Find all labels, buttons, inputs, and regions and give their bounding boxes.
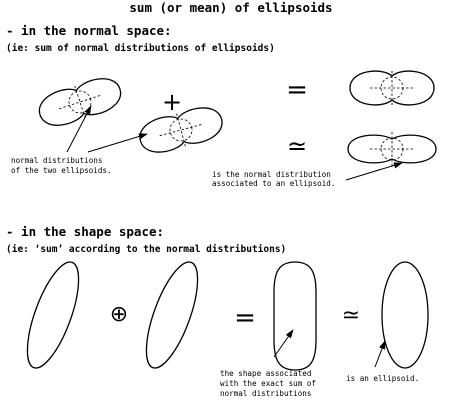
shape-ellipsoid-1 [26, 261, 80, 369]
plus-symbol: + [162, 88, 182, 116]
oplus-symbol: ⊕ [110, 302, 128, 327]
note-center-line1: the shape associated [220, 369, 311, 378]
shape-space-heading: - in the shape space: [6, 224, 164, 239]
note-right-line1: is the normal distribution [212, 170, 331, 179]
shape-ellipsoid-2 [145, 261, 199, 369]
arrow-to-ellipsoid-distribution [345, 162, 403, 181]
shape-exact-sum [273, 261, 317, 371]
arrow-to-distribution-2 [87, 133, 148, 153]
equals-symbol-shape: = [234, 303, 256, 333]
note-left-line2: of the two ellipsoids. [11, 166, 112, 175]
note-shape-right: is an ellipsoid. [346, 374, 419, 383]
normal-space-subheading: (ie: sum of normal distributions of elli… [6, 43, 275, 54]
ellipsoid-distribution [347, 131, 437, 167]
normal-distribution-1 [34, 72, 126, 132]
note-left-line1: normal distributions [11, 156, 102, 165]
arrow-to-exact-sum [273, 329, 294, 358]
note-right-line2: associated to an ellipsoid. [212, 179, 335, 188]
note-center-line2: with the exact sum of [220, 379, 316, 388]
arrow-to-result-ellipsoid [374, 340, 386, 368]
shape-space-subheading: (ie: ‘sum’ according to the normal distr… [6, 244, 286, 255]
diagram-title: sum (or mean) of ellipsoids [129, 0, 332, 15]
normal-space-heading: - in the normal space: [6, 23, 172, 38]
approx-symbol-shape: ≃ [342, 303, 360, 328]
note-center-line3: normal distributions [220, 389, 311, 398]
approx-symbol-normal: ≃ [287, 132, 307, 160]
equals-symbol-normal: = [286, 75, 308, 105]
shape-result-ellipsoid [381, 261, 429, 369]
sum-distribution [349, 70, 435, 106]
arrow-to-distribution-1 [66, 105, 92, 153]
